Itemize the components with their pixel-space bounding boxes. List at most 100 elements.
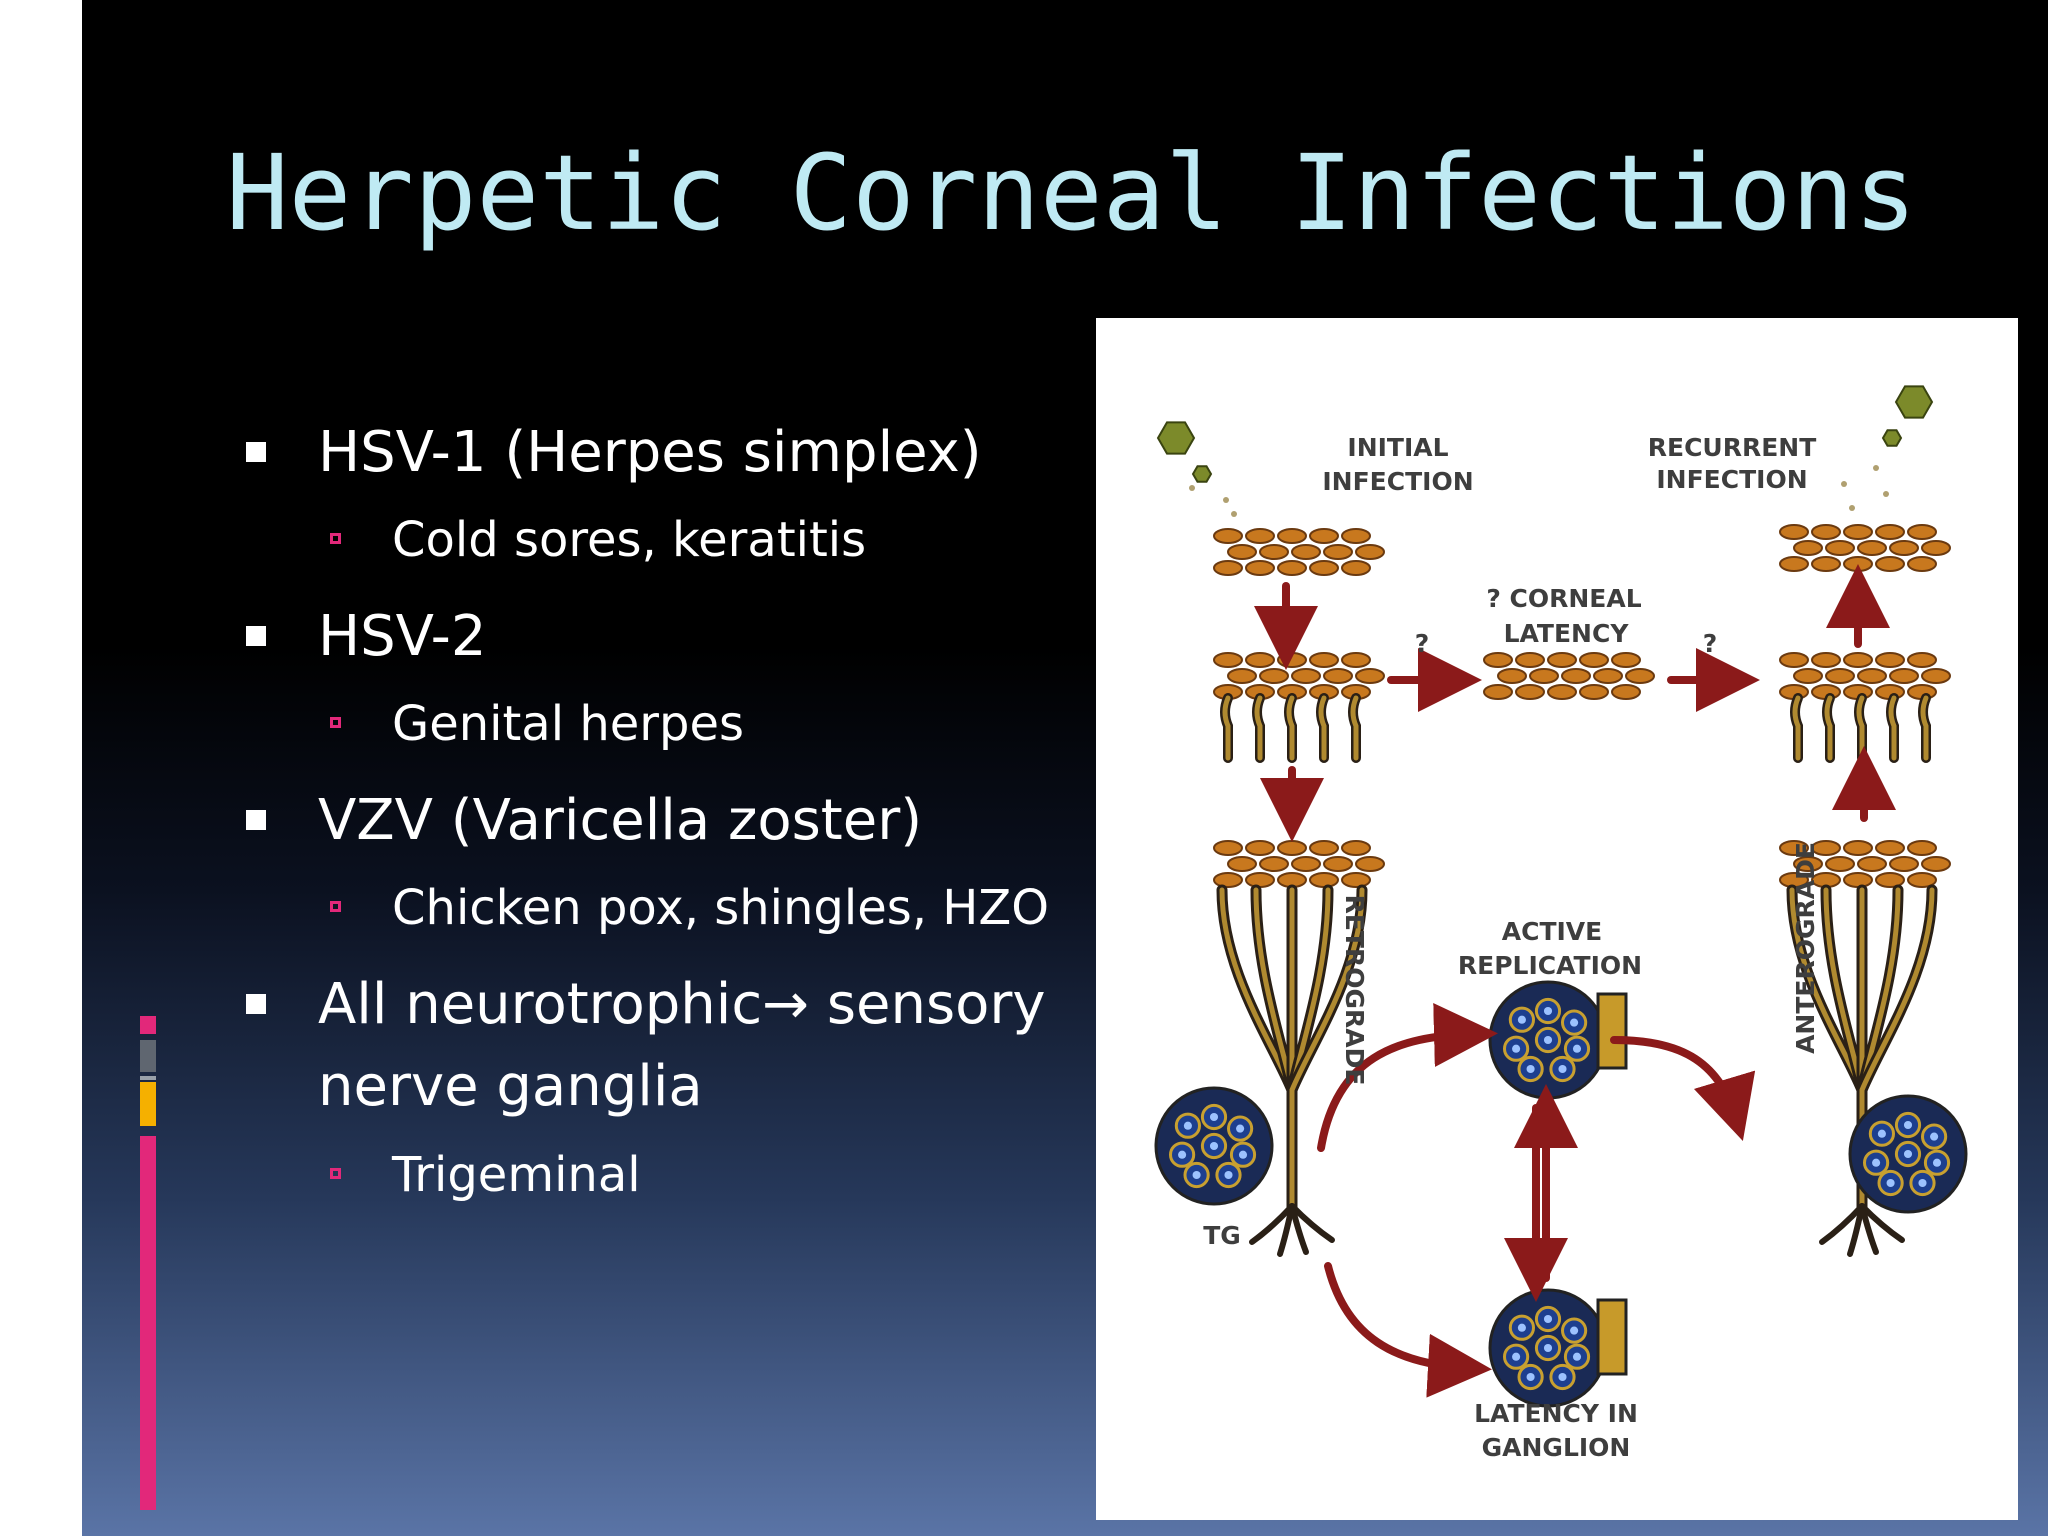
virion-particle bbox=[1841, 481, 1847, 487]
virion-particle bbox=[1189, 485, 1195, 491]
epithelial-cell bbox=[1811, 840, 1841, 856]
label-initial-2: INFECTION bbox=[1322, 467, 1473, 496]
neuron-nucleus bbox=[1543, 1314, 1553, 1324]
nerve-ending-fill bbox=[1920, 695, 1929, 761]
sub-bullet-hsv2: Genital herpes bbox=[392, 696, 745, 752]
epithelial-cell bbox=[1889, 668, 1919, 684]
nerve-ending-fill bbox=[1286, 695, 1295, 761]
epithelial-cell bbox=[1515, 684, 1545, 700]
epithelial-cell bbox=[1779, 556, 1809, 572]
neuron-nucleus bbox=[1224, 1170, 1233, 1180]
neuron-nucleus bbox=[1570, 1018, 1579, 1027]
epithelial-cell bbox=[1779, 524, 1809, 540]
epithelial-cell bbox=[1291, 856, 1321, 872]
bullet-marker bbox=[246, 442, 266, 462]
epithelial-cell bbox=[1341, 560, 1371, 576]
epithelial-cell bbox=[1625, 668, 1655, 684]
nerve-fibers bbox=[1216, 693, 1938, 1257]
epithelial-cell bbox=[1843, 556, 1873, 572]
epithelial-cell bbox=[1341, 528, 1371, 544]
epithelial-cell bbox=[1857, 668, 1887, 684]
bullet-neurotrophic-line2: nerve ganglia bbox=[318, 1054, 703, 1119]
epithelial-cell bbox=[1907, 652, 1937, 668]
bullet-marker bbox=[246, 994, 266, 1014]
epithelial-cell bbox=[1323, 544, 1353, 560]
epithelial-cell bbox=[1309, 528, 1339, 544]
label-active-2: REPLICATION bbox=[1458, 951, 1642, 980]
bullet-hsv1: HSV-1 (Herpes simplex) bbox=[318, 420, 982, 485]
epithelial-cell bbox=[1561, 668, 1591, 684]
epithelial-cell bbox=[1793, 540, 1823, 556]
sub-bullet-marker bbox=[330, 1168, 341, 1179]
epithelial-cell bbox=[1529, 668, 1559, 684]
epithelial-cell bbox=[1779, 652, 1809, 668]
neuron-nucleus bbox=[1526, 1372, 1535, 1382]
epithelial-cell bbox=[1323, 856, 1353, 872]
epithelial-cell bbox=[1309, 652, 1339, 668]
nerve-ending-fill bbox=[1792, 695, 1801, 761]
epithelial-cell bbox=[1341, 652, 1371, 668]
epithelial-cell bbox=[1323, 668, 1353, 684]
epithelial-cell bbox=[1291, 544, 1321, 560]
epithelial-cell bbox=[1245, 840, 1275, 856]
epithelial-cell bbox=[1309, 872, 1339, 888]
neuron-nucleus bbox=[1572, 1044, 1582, 1053]
epithelial-cell bbox=[1291, 668, 1321, 684]
epithelial-cell bbox=[1497, 668, 1527, 684]
neuron-nucleus bbox=[1918, 1178, 1927, 1188]
neuron-nucleus bbox=[1236, 1124, 1245, 1133]
ganglion-stalk bbox=[1596, 992, 1628, 1070]
nerve-branch-fill bbox=[1289, 887, 1365, 1209]
virions bbox=[1156, 385, 1934, 517]
epithelial-cell bbox=[1259, 544, 1289, 560]
epithelial-cell bbox=[1811, 524, 1841, 540]
epithelial-cell bbox=[1825, 668, 1855, 684]
epithelial-cell bbox=[1811, 652, 1841, 668]
nerve-ending-fill bbox=[1350, 695, 1359, 761]
sub-bullet-marker bbox=[330, 533, 341, 544]
bullet-marker bbox=[246, 626, 266, 646]
neuron-nucleus bbox=[1558, 1372, 1567, 1382]
epithelial-cell bbox=[1889, 856, 1919, 872]
label-question-left: ? bbox=[1415, 629, 1430, 658]
left-margin-strip bbox=[0, 0, 82, 1536]
epithelial-cell bbox=[1547, 652, 1577, 668]
epithelial-cell bbox=[1277, 840, 1307, 856]
neuron-nucleus bbox=[1526, 1064, 1535, 1074]
neuron-nucleus bbox=[1209, 1112, 1219, 1122]
virion-particle bbox=[1223, 497, 1229, 503]
epithelial-cell bbox=[1245, 652, 1275, 668]
label-question-right: ? bbox=[1703, 629, 1718, 658]
epithelial-cell bbox=[1907, 840, 1937, 856]
nerve-ending-fill bbox=[1254, 695, 1263, 761]
label-latency-1: LATENCY IN bbox=[1474, 1399, 1638, 1428]
neuron-nucleus bbox=[1512, 1044, 1521, 1053]
neuron-nucleus bbox=[1183, 1121, 1192, 1130]
epithelial-cell bbox=[1227, 856, 1257, 872]
virion bbox=[1191, 465, 1213, 483]
epithelial-cell bbox=[1779, 840, 1809, 856]
epithelial-cell bbox=[1213, 528, 1243, 544]
epithelial-cell bbox=[1213, 840, 1243, 856]
label-latency-2: GANGLION bbox=[1482, 1433, 1631, 1462]
epithelial-cell bbox=[1309, 840, 1339, 856]
epithelial-cell bbox=[1245, 528, 1275, 544]
epithelial-cell bbox=[1793, 856, 1823, 872]
sub-bullet-trigeminal: Trigeminal bbox=[392, 1147, 641, 1203]
epithelial-cell bbox=[1277, 560, 1307, 576]
sub-bullet-hsv1: Cold sores, keratitis bbox=[392, 512, 867, 568]
epithelial-cell bbox=[1579, 684, 1609, 700]
epithelial-cell bbox=[1875, 524, 1905, 540]
neuron-nucleus bbox=[1572, 1352, 1582, 1361]
epithelial-cell bbox=[1245, 560, 1275, 576]
neuron-nucleus bbox=[1517, 1015, 1526, 1024]
label-anterograde: ANTEROGRADE bbox=[1791, 842, 1820, 1054]
arrow-tg-to-active bbox=[1317, 1003, 1498, 1152]
label-recurrent-2: INFECTION bbox=[1656, 465, 1807, 494]
epithelial-cell bbox=[1227, 544, 1257, 560]
epithelial-cell bbox=[1857, 540, 1887, 556]
arrow-active-to-right bbox=[1610, 1036, 1756, 1141]
epithelial-cell bbox=[1825, 540, 1855, 556]
neuron-nucleus bbox=[1932, 1158, 1942, 1167]
